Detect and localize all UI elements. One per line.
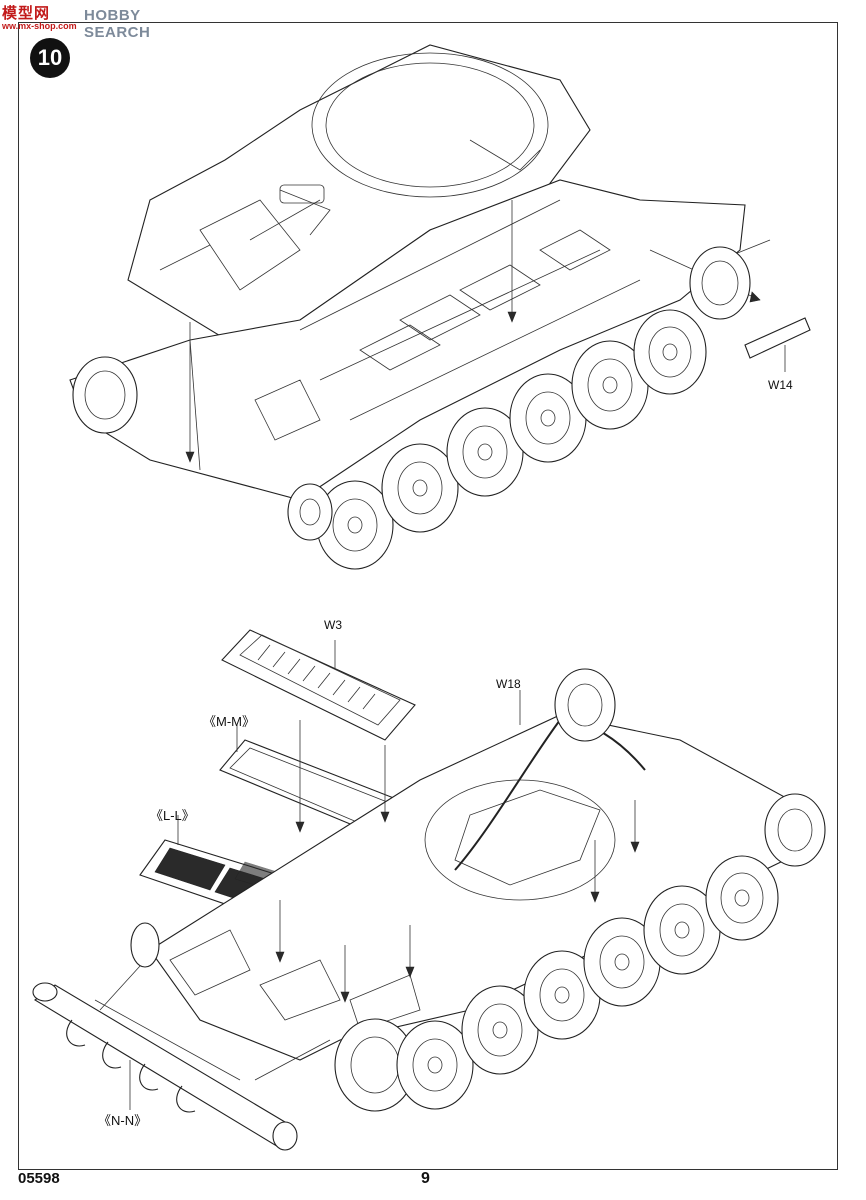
label-mm: 《M-M》 <box>203 714 255 729</box>
label-w14: W14 <box>768 378 793 392</box>
bottom-road-wheels <box>396 855 779 1110</box>
part-w18-rail <box>454 690 646 871</box>
bottom-alignment-lines <box>99 720 640 1081</box>
watermark-url: ww.mx-shop.com <box>2 21 77 31</box>
bottom-sprockets <box>130 668 826 1112</box>
lower-hull <box>69 179 746 501</box>
top-sprocket <box>72 246 751 434</box>
part-w3-panel <box>221 629 416 741</box>
kit-code: 05598 <box>18 1170 60 1187</box>
top-road-wheels <box>287 309 707 570</box>
label-nn: 《N-N》 <box>98 1113 148 1128</box>
page-number: 9 <box>421 1170 430 1187</box>
step-number-badge: 10 <box>30 38 70 78</box>
label-w3: W3 <box>324 618 342 632</box>
watermark-brand: HOBBY SEARCH <box>84 7 151 41</box>
watermark: 模型网 HOBBY SEARCH ww.mx-shop.com <box>2 2 172 41</box>
page-border <box>18 22 838 1170</box>
label-ll: 《L-L》 <box>150 808 195 823</box>
watermark-logo: 模型网 <box>2 5 51 22</box>
part-w14 <box>744 317 811 372</box>
label-w18: W18 <box>496 677 521 691</box>
part-nn-exhaust <box>32 982 298 1151</box>
